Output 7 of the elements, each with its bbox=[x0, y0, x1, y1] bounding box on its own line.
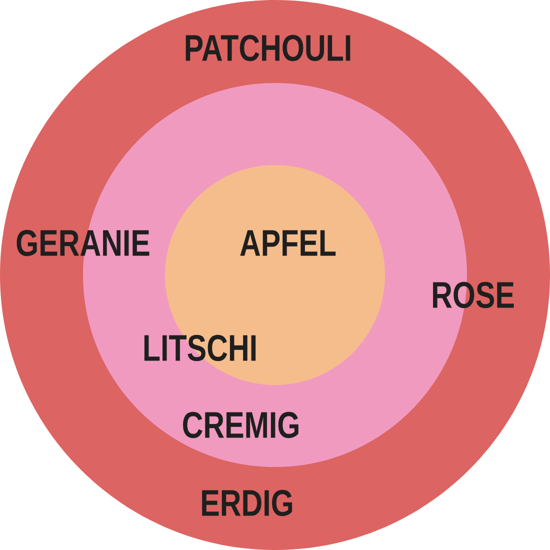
ring-label: CREMIG bbox=[183, 412, 298, 438]
ring-label: LITSCHI bbox=[144, 334, 256, 362]
ring-label: PATCHOULI bbox=[186, 34, 350, 62]
ring-label: GERANIE bbox=[16, 230, 150, 256]
ring-label: ERDIG bbox=[202, 490, 292, 516]
ring-label: APFEL bbox=[240, 230, 336, 256]
ring-label: ROSE bbox=[433, 282, 514, 308]
